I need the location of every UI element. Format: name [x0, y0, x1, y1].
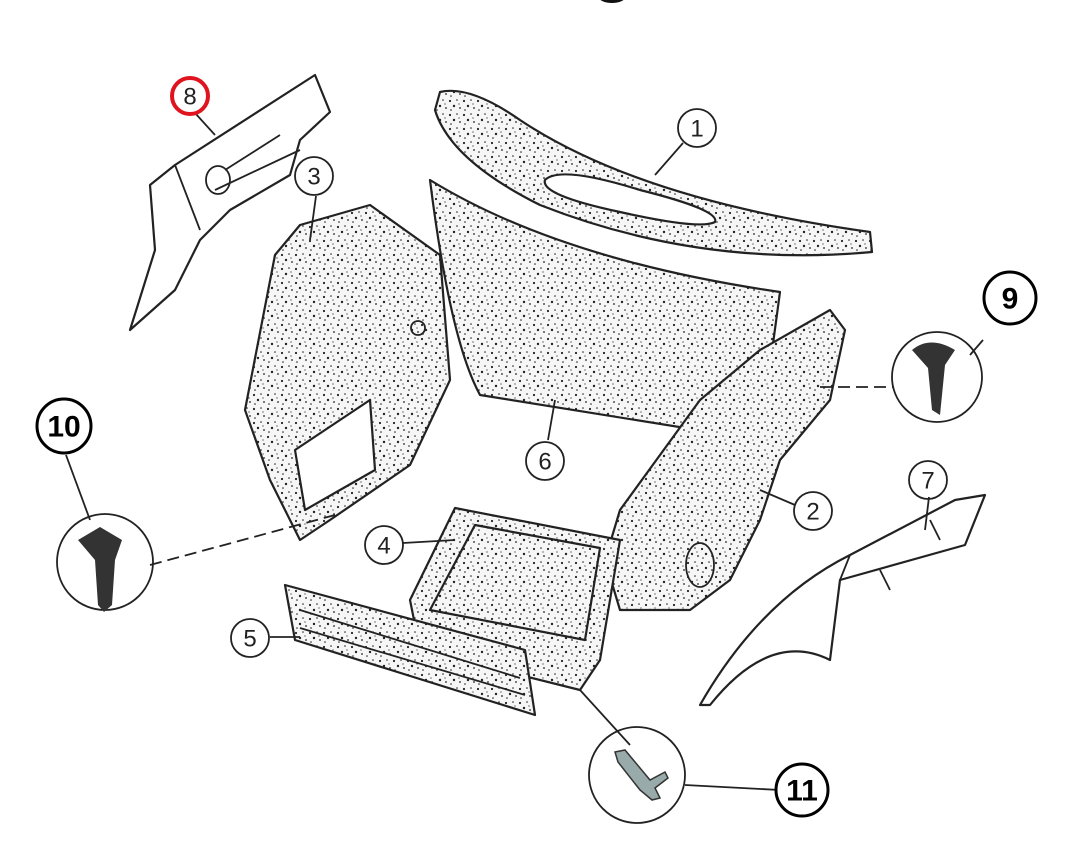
callout-3: 3 [294, 156, 334, 196]
callout-10-label: 10 [47, 411, 80, 444]
callout-4: 4 [364, 525, 404, 565]
callout-5: 5 [230, 618, 270, 658]
callout-10: 10 [35, 397, 93, 455]
part-8-trim-panel [128, 73, 332, 332]
leader-lines [65, 112, 984, 791]
part-7-right-trim [698, 493, 987, 707]
callout-4-label: 4 [377, 533, 390, 560]
callout-6-label: 6 [538, 449, 551, 476]
part-6-back-panel [428, 178, 782, 442]
clip-detail-11 [588, 726, 686, 824]
callout-9-label: 9 [1002, 283, 1019, 316]
callout-8: 8 [170, 76, 210, 116]
callout-9: 9 [982, 270, 1038, 326]
part-1-parcel-shelf [433, 89, 874, 257]
cropped-title-glyph [600, 0, 624, 3]
part-5-front-panel [283, 583, 537, 717]
callout-1-label: 1 [690, 116, 703, 143]
screw-detail-10 [56, 513, 154, 612]
screw-9-icon [912, 342, 955, 415]
callout-1: 1 [677, 108, 717, 148]
callout-5-label: 5 [243, 626, 256, 653]
callout-8-label: 8 [183, 84, 196, 111]
callout-11: 11 [774, 762, 830, 818]
clip-11-icon [614, 749, 669, 801]
callout-7: 7 [908, 460, 948, 500]
callout-3-label: 3 [307, 164, 320, 191]
screw-detail-9 [891, 331, 983, 423]
callout-2: 2 [793, 491, 833, 531]
callout-11-label: 11 [786, 775, 818, 808]
callout-7-label: 7 [921, 468, 934, 495]
screw-10-icon [78, 527, 122, 612]
callout-2-label: 2 [806, 499, 819, 526]
callout-6: 6 [525, 441, 565, 481]
part-2-right-side-panel [603, 308, 847, 612]
part-3-left-side-panel [243, 203, 452, 542]
